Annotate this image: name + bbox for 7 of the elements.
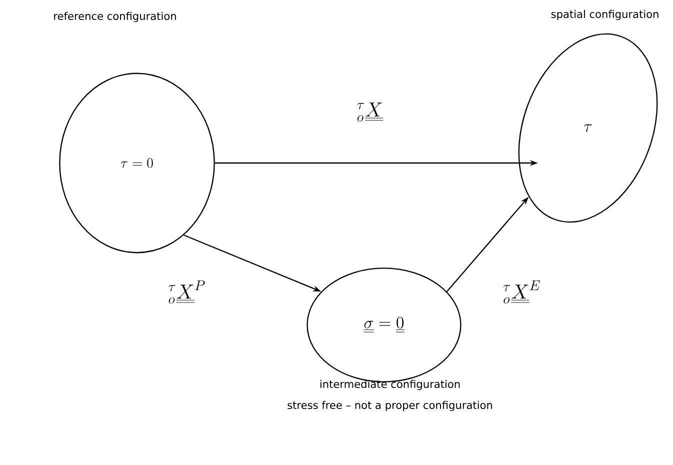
edge-label: ${}^{\tau}_{o}\underline{\underline{X}}^{P}$	[168, 280, 205, 304]
edge-label: ${}^{\tau}_{o}\underline{\underline{X}}^{E}$	[503, 280, 540, 304]
caption-text: stress free – not a proper configuration	[288, 400, 492, 412]
caption-text: spatial configuration	[551, 10, 658, 20]
edge-label: ${}^{\tau}_{o}\underline{\underline{X}}$	[357, 102, 384, 122]
caption-text: intermediate configuration	[320, 380, 460, 390]
caption-text: reference configuration	[54, 12, 176, 22]
